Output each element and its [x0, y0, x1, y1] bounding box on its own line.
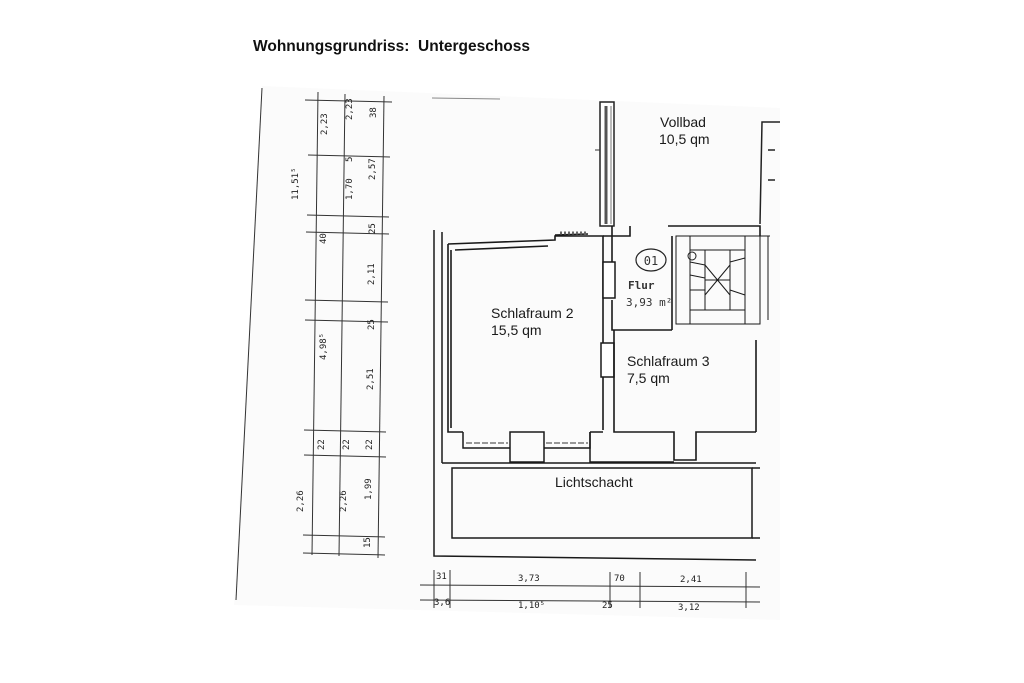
- flur-marker: 01 Flur 3,93 m²: [626, 248, 672, 309]
- dim-label: 22: [365, 439, 375, 450]
- dim-label: 3,73: [518, 574, 540, 584]
- dim-label: 2,41: [680, 575, 702, 585]
- plan-title: Wohnungsgrundriss: Untergeschoss: [253, 38, 531, 55]
- dim-label: 70: [614, 574, 625, 584]
- dim-label: 2,26: [296, 490, 306, 512]
- schlafraum-2-doors: [600, 261, 616, 378]
- staircase: [675, 235, 770, 325]
- flur-room-number: 01: [644, 254, 658, 268]
- dim-label: 22: [317, 439, 327, 450]
- dim-label: 1,99: [364, 478, 374, 500]
- dim-label: 2,11: [367, 263, 377, 285]
- dim-label: 40: [319, 233, 329, 244]
- bottom-dimension-chains: [419, 570, 761, 608]
- dim-label: 2,51: [366, 368, 376, 390]
- left-dimension-labels: 11,51⁵ 2,23 40 4,98⁵ 22 2,26 2,23 5 1,70…: [291, 98, 379, 548]
- bottom-dimension-labels: 31 3,73 70 2,41 3,6 1,10⁵ 25 3,12: [434, 572, 702, 613]
- lichtschacht-name: Lichtschacht: [555, 474, 633, 490]
- window-band: [442, 431, 756, 464]
- outer-wall: [433, 230, 757, 561]
- right-wall-stub: [759, 121, 780, 225]
- dim-label: 4,98⁵: [319, 333, 329, 360]
- schlafraum-2-walls: [447, 233, 604, 433]
- schlafraum-3-area: 7,5 qm: [627, 370, 670, 386]
- dim-label: 25: [368, 223, 378, 234]
- schlafraum-3-name: Schlafraum 3: [627, 353, 710, 369]
- bath-wall: [595, 101, 615, 227]
- dim-label: 2,23: [320, 113, 330, 135]
- left-dimension-chains: [235, 87, 393, 601]
- scan-marks: [431, 97, 501, 100]
- flur-area: 3,93 m²: [626, 296, 672, 309]
- lichtschacht-outline: [451, 467, 760, 539]
- dim-label: 1,10⁵: [518, 601, 545, 611]
- dim-label: 5: [345, 157, 355, 162]
- flur-name: Flur: [628, 279, 655, 292]
- dim-label: 2,26: [339, 490, 349, 512]
- dim-label: 25: [602, 601, 613, 611]
- dim-label: 25: [367, 319, 377, 330]
- room-number-circle: [635, 248, 667, 272]
- vollbad-area: 10,5 qm: [659, 131, 710, 147]
- plan-paper: [234, 86, 780, 620]
- dim-label: 15: [363, 537, 373, 548]
- dim-label: 3,12: [678, 603, 700, 613]
- dim-label: 1,70: [345, 178, 355, 200]
- dim-label: 31: [436, 572, 447, 582]
- flur-walls: [603, 225, 761, 331]
- dim-label: 2,57: [368, 158, 378, 180]
- room-labels: Vollbad 10,5 qm Schlafraum 2 15,5 qm Sch…: [491, 114, 710, 490]
- schlafraum-2-area: 15,5 qm: [491, 322, 542, 338]
- schlafraum-3-walls: [613, 330, 757, 461]
- dim-label: 38: [369, 107, 379, 118]
- dim-label: 2,23: [345, 98, 355, 120]
- dim-label: 22: [342, 439, 352, 450]
- vollbad-name: Vollbad: [660, 114, 706, 130]
- dim-label: 11,51⁵: [291, 167, 301, 200]
- dim-label: 3,6: [434, 598, 450, 608]
- schlafraum-2-name: Schlafraum 2: [491, 305, 574, 321]
